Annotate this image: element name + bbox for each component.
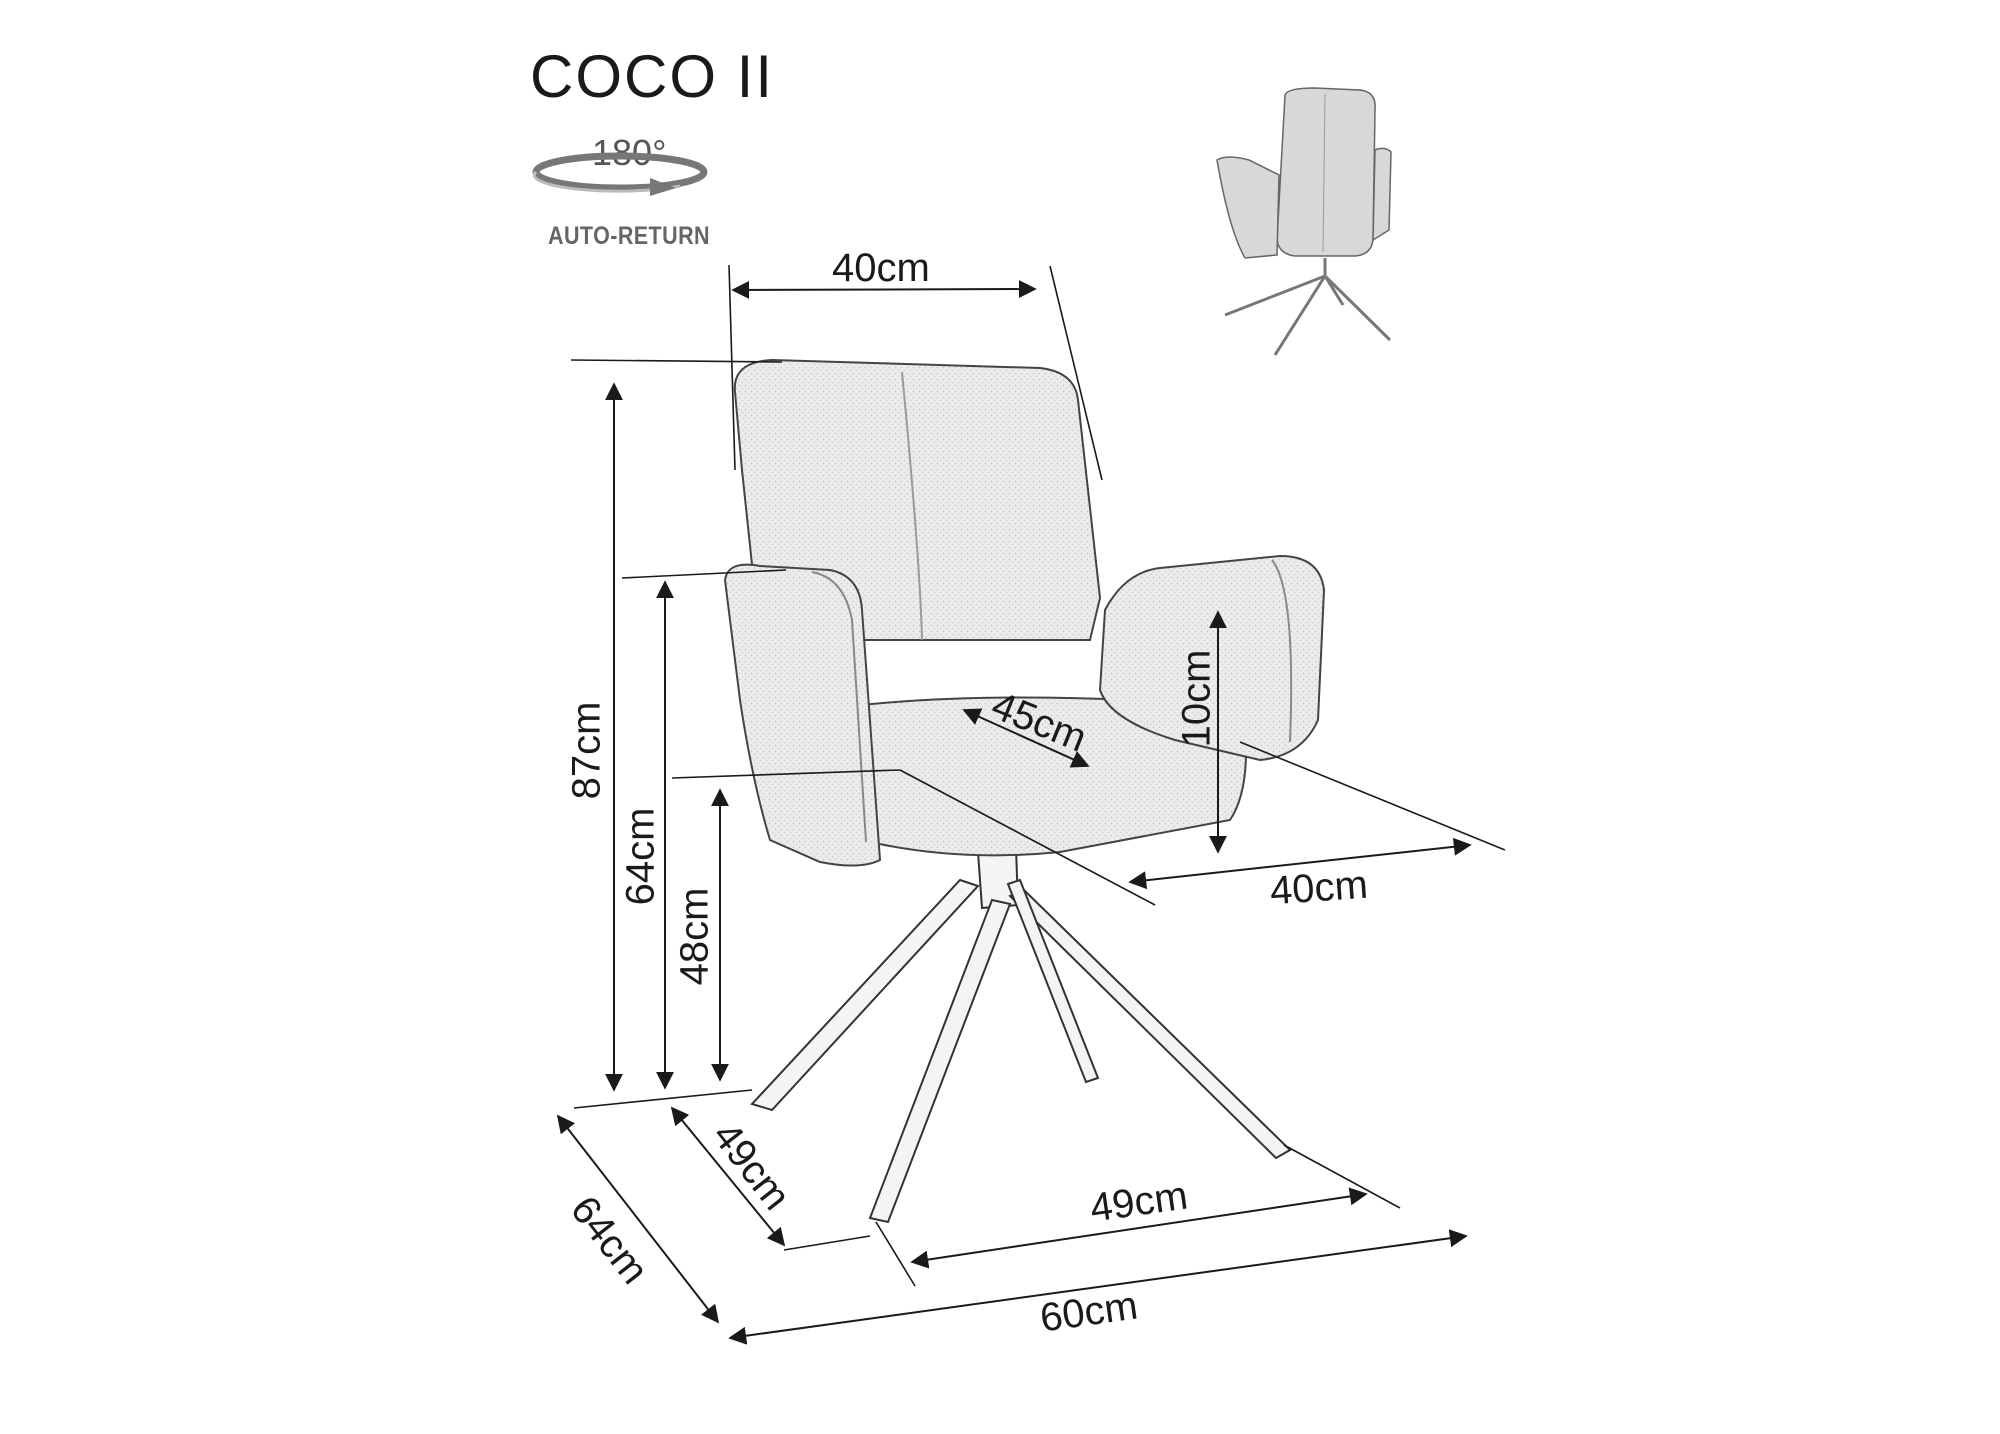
rotation-arrow-icon [532,152,708,196]
label-total-height: 87cm [564,701,609,800]
label-seat-height: 48cm [672,887,717,986]
leg-back [1006,878,1100,1084]
leg-front-center [868,898,1012,1224]
rotation-degrees: 180° [592,132,667,173]
dim-line-width-overall [728,1229,1468,1345]
label-armrest-rise: 10cm [1174,649,1219,748]
dim-line-seat-depth [962,708,1090,768]
dim-line-depth-overall [556,1114,720,1324]
auto-return-label: AUTO-RETURN [548,222,711,250]
thumbnail-left-arm [1216,156,1280,259]
label-top-width: 40cm [832,246,930,290]
label-armrest-height: 64cm [618,807,663,906]
label-seat-width: 40cm [1268,862,1370,914]
dim-line-seat-width [1128,837,1472,890]
thumbnail-right-arm [1372,147,1392,242]
chair-base [750,846,1292,1224]
thumbnail-chair [1216,87,1392,356]
thumbnail-legs [1224,258,1392,356]
dim-line-base-depth [670,1106,786,1247]
right-armrest-edge [1271,559,1293,743]
backrest-seam [901,371,923,641]
left-armrest [723,563,882,867]
dim-line-top-width [731,280,1037,299]
leg-right [1008,888,1292,1160]
left-armrest-inner [811,571,867,843]
dimension-lines [556,280,1472,1345]
product-title: COCO II [530,43,775,110]
